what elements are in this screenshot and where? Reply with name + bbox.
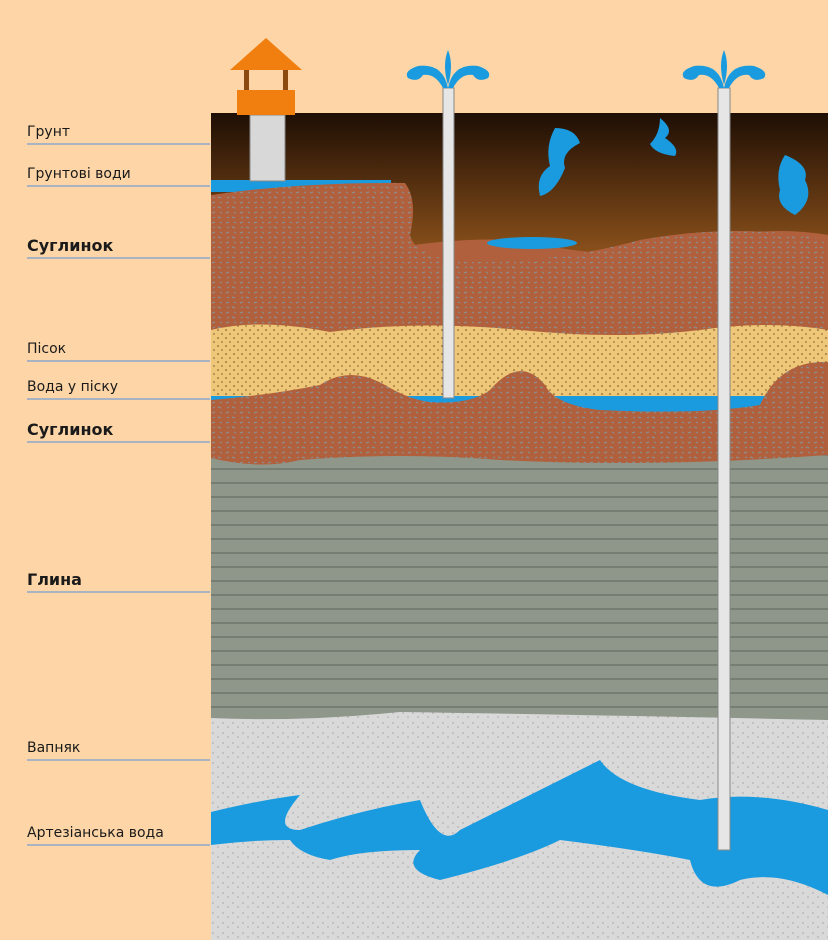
artesian-water [211, 760, 828, 895]
label-lower-loam: Суглинок [27, 422, 210, 443]
clay-layer [211, 455, 828, 722]
lower-loam-layer [211, 361, 828, 468]
label-sand: Пісок [27, 341, 210, 362]
artesian-well-pipe [717, 87, 731, 851]
label-groundwater: Грунтові води [27, 166, 210, 187]
label-artesian-water: Артезіанська вода [27, 825, 210, 846]
label-sand-water: Вода у піску [27, 379, 210, 400]
label-limestone: Вапняк [27, 740, 210, 761]
well [230, 38, 302, 182]
fountain-icon [406, 50, 766, 88]
label-clay: Глина [27, 572, 210, 593]
label-ground: Грунт [27, 124, 210, 145]
sand-well-pipe [442, 87, 455, 399]
label-upper-loam: Суглинок [27, 238, 210, 259]
groundwater-pockets [487, 118, 809, 249]
upper-loam-layer [211, 182, 828, 345]
